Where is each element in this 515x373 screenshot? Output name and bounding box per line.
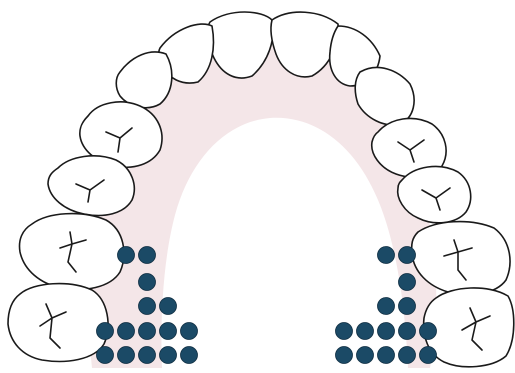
dot-marker [420, 347, 437, 364]
dot-marker [399, 247, 416, 264]
tooth-molar-second-right [424, 288, 514, 367]
dot-marker [378, 323, 395, 340]
dot-marker [399, 347, 416, 364]
tooth-molar-second-left [8, 284, 108, 362]
dot-marker [378, 247, 395, 264]
dot-marker [181, 347, 198, 364]
dot-marker [97, 323, 114, 340]
tooth-molar-first-left [20, 214, 124, 290]
dot-marker [336, 323, 353, 340]
dot-marker [139, 347, 156, 364]
tooth-canine-left [116, 52, 172, 108]
dot-marker [399, 274, 416, 291]
dot-marker [336, 347, 353, 364]
dot-marker [139, 323, 156, 340]
dot-marker [118, 247, 135, 264]
dot-marker [139, 298, 156, 315]
dot-marker [160, 347, 177, 364]
dot-marker [378, 298, 395, 315]
dot-marker [399, 298, 416, 315]
dot-marker [97, 347, 114, 364]
dot-marker [139, 247, 156, 264]
dot-marker [118, 347, 135, 364]
dot-marker [399, 323, 416, 340]
dot-marker [357, 347, 374, 364]
dot-marker [118, 323, 135, 340]
tooth-premolar-second-left [48, 156, 134, 216]
dot-marker [139, 274, 156, 291]
dot-marker [181, 323, 198, 340]
dot-marker [160, 323, 177, 340]
dot-marker [378, 347, 395, 364]
dot-marker [357, 323, 374, 340]
dot-marker [160, 298, 177, 315]
dot-marker [420, 323, 437, 340]
